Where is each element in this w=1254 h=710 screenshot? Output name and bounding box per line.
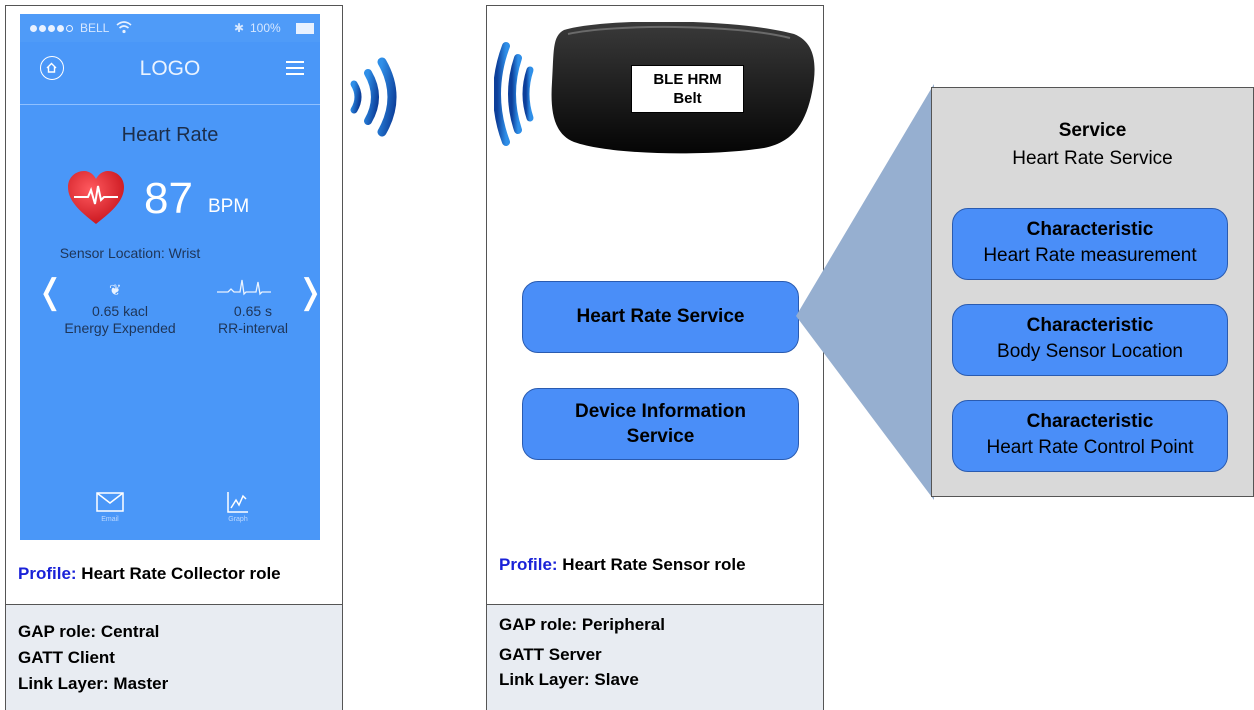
service-detail-title: Service (1058, 120, 1127, 141)
chevron-left-icon[interactable]: ❬ (36, 273, 65, 311)
profile-key: Profile: (18, 564, 77, 583)
service-label: Heart Rate Service (576, 306, 745, 327)
status-bar: BELL ✱ 100% (20, 14, 320, 42)
ecg-wave-icon (217, 279, 271, 296)
characteristic-name: Heart Rate measurement (983, 245, 1197, 266)
rr-interval-value: 0.65 s (233, 303, 273, 319)
device-label: BLE HRM Belt (631, 65, 744, 113)
app-logo: LOGO (139, 57, 201, 80)
email-nav-label: Email (101, 516, 119, 523)
characteristic-box: Characteristic Body Sensor Location (952, 304, 1228, 376)
gatt-role: GATT Server (499, 645, 602, 664)
flame-icon: ❦ (109, 282, 122, 299)
characteristic-kind: Characteristic (1026, 411, 1154, 432)
signal-dot-icon (30, 25, 37, 32)
characteristic-box: Characteristic Heart Rate measurement (952, 208, 1228, 280)
energy-value: 0.65 kacl (91, 303, 149, 319)
collector-roles-panel (5, 604, 343, 710)
sensor-roles-panel (486, 604, 824, 710)
energy-label: Energy Expended (64, 320, 176, 336)
heart-rate-value: 87 (144, 174, 193, 223)
profile-value: Heart Rate Sensor role (562, 555, 746, 574)
sensor-profile: Profile: Heart Rate Sensor role (499, 555, 746, 575)
heart-rate-service-box: Heart Rate Service (522, 281, 799, 353)
gatt-role: GATT Client (18, 648, 115, 667)
characteristic-box: Characteristic Heart Rate Control Point (952, 400, 1228, 472)
graph-icon[interactable] (226, 490, 250, 514)
device-name-line-1: BLE HRM (653, 71, 722, 88)
zoom-callout (796, 84, 934, 500)
heart-icon (68, 171, 124, 224)
characteristic-kind: Characteristic (1026, 315, 1154, 336)
service-label-line-2: Service (626, 426, 695, 447)
link-layer-role: Link Layer: Slave (499, 670, 639, 689)
phone-screen: BELL ✱ 100% LOGO Heart Rate 87 BPM Senso… (20, 14, 325, 540)
home-icon[interactable] (40, 56, 64, 80)
wifi-icon (116, 21, 132, 34)
service-label-line-1: Device Information (574, 401, 747, 422)
header-divider (20, 104, 320, 105)
characteristic-kind: Characteristic (1026, 219, 1154, 240)
profile-key: Profile: (499, 555, 558, 574)
sensor-location: Sensor Location: Wrist (59, 245, 201, 261)
device-name-line-2: Belt (673, 90, 702, 107)
gap-role: GAP role: Central (18, 622, 160, 641)
gap-role: GAP role: Peripheral (499, 615, 665, 634)
device-information-service-box: Device Information Service (522, 388, 799, 460)
collector-profile: Profile: Heart Rate Collector role (18, 564, 281, 584)
hamburger-menu-icon[interactable] (286, 61, 304, 75)
bluetooth-icon: ✱ (234, 21, 245, 35)
rr-interval-label: RR-interval (217, 320, 288, 336)
signal-dot-empty-icon (66, 25, 73, 32)
characteristic-name: Heart Rate Control Point (986, 437, 1194, 458)
graph-nav-label: Graph (228, 516, 248, 523)
wireless-signal-icon (350, 57, 397, 137)
email-icon[interactable] (96, 492, 124, 512)
carrier-name: BELL (80, 21, 110, 35)
battery-icon (296, 23, 314, 34)
chevron-right-icon[interactable]: ❭ (296, 273, 325, 311)
profile-value: Heart Rate Collector role (81, 564, 281, 583)
characteristic-name: Body Sensor Location (997, 341, 1183, 362)
battery-percent: 100% (250, 21, 281, 35)
signal-dot-icon (48, 25, 55, 32)
screen-title: Heart Rate (121, 124, 219, 146)
signal-dot-icon (39, 25, 46, 32)
heart-rate-unit: BPM (208, 196, 250, 217)
link-layer-role: Link Layer: Master (18, 674, 169, 693)
service-detail-name: Heart Rate Service (1012, 148, 1173, 169)
signal-dot-icon (57, 25, 64, 32)
